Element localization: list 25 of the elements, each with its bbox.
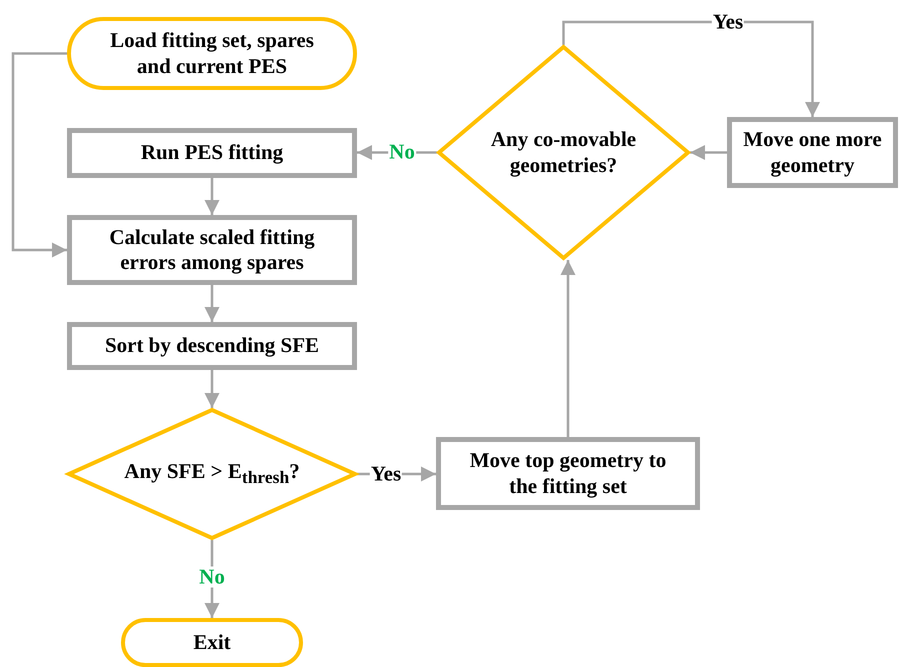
edge-label: No bbox=[198, 566, 226, 588]
arrow bbox=[12, 52, 67, 258]
node-text: Exit bbox=[193, 630, 231, 656]
node-text: Any co-movable geometries? bbox=[490, 127, 638, 178]
node-text: Load fitting set, spares and current PES bbox=[109, 28, 315, 79]
arrow bbox=[204, 285, 220, 322]
process-box bbox=[67, 322, 357, 370]
node-text: Move one more geometry bbox=[742, 127, 883, 178]
process-box bbox=[727, 117, 898, 188]
process-box bbox=[67, 128, 357, 178]
terminal-box bbox=[121, 618, 303, 667]
node-text: Move top geometry to the fitting set bbox=[468, 448, 668, 499]
node-text: Calculate scaled fitting errors among spares bbox=[108, 224, 316, 276]
node-text: Any SFE > E$_{thresh}$? bbox=[124, 459, 300, 489]
arrow bbox=[562, 20, 820, 117]
decision-diamond bbox=[67, 408, 357, 540]
arrow bbox=[690, 145, 727, 160]
arrow bbox=[204, 178, 220, 215]
node-text: Sort by descending SFE bbox=[104, 333, 320, 359]
decision-diamond bbox=[437, 45, 690, 260]
process-box bbox=[436, 437, 700, 510]
arrow bbox=[560, 260, 576, 437]
node-text: Run PES fitting bbox=[140, 140, 284, 166]
arrow bbox=[204, 370, 220, 408]
process-box bbox=[67, 215, 357, 285]
